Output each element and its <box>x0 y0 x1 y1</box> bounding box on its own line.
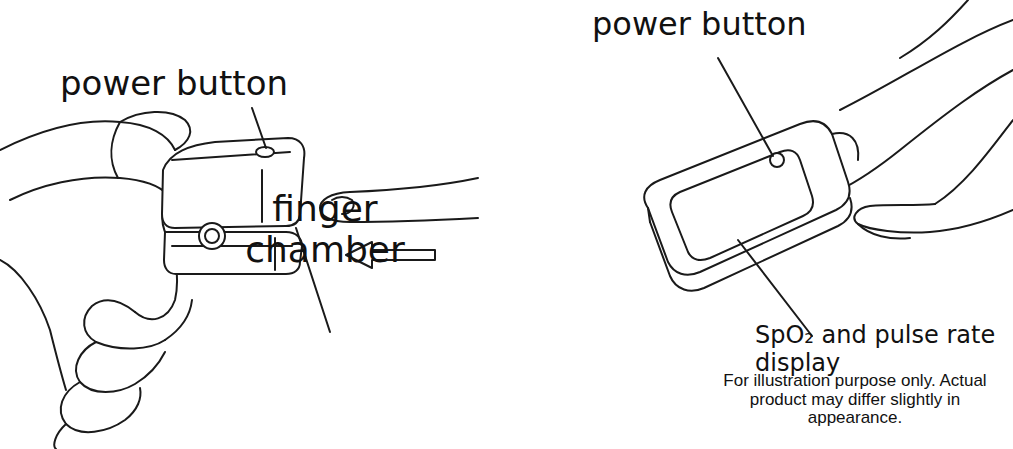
leader-line <box>718 58 773 156</box>
part-label: power button <box>592 6 892 43</box>
part-label: finger chamber <box>240 188 410 271</box>
leader-line <box>252 108 266 148</box>
disclaimer-note: For illustration purpose only. Actual pr… <box>705 372 1005 428</box>
oximeter-on-finger <box>644 121 858 290</box>
part-label: SpO₂ and pulse rate display <box>755 322 1005 377</box>
holding-hand <box>0 112 192 449</box>
finger-hand <box>840 0 1013 238</box>
part-label: power button <box>60 64 360 103</box>
